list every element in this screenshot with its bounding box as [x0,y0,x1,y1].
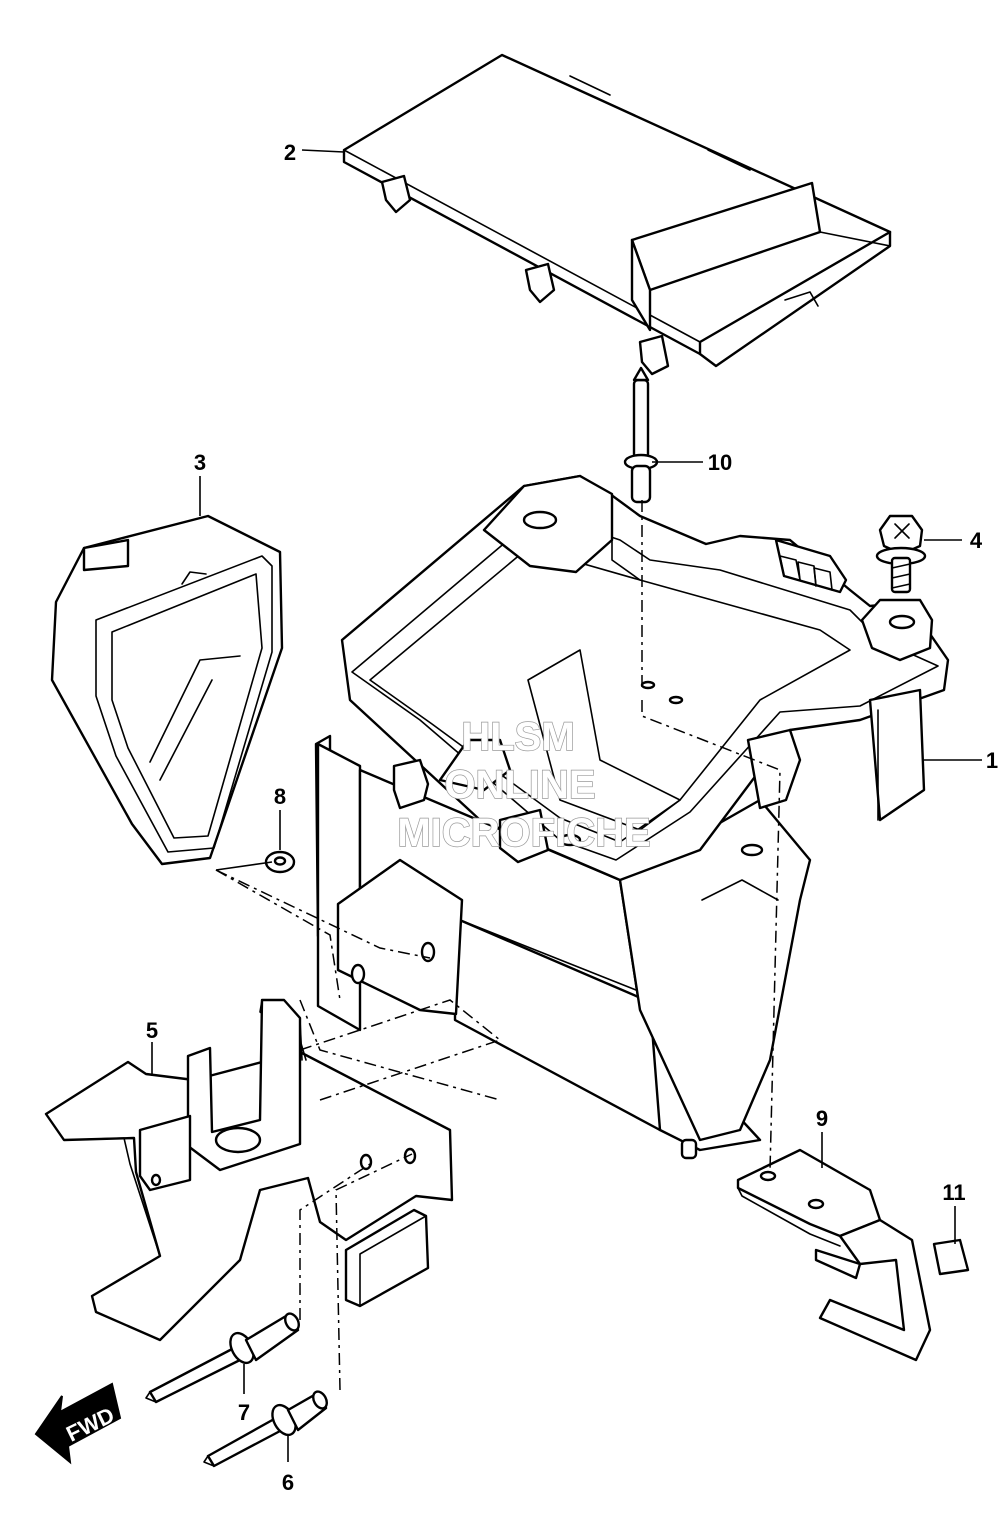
part-4-bolt[interactable] [875,514,927,594]
fwd-arrow-icon: FWD [34,1382,122,1465]
callout-2: 2 [284,140,296,165]
callout-7: 7 [238,1400,250,1425]
part-1-box[interactable] [314,474,950,1160]
part-8-washer[interactable] [264,850,296,874]
part-11-label[interactable] [932,1238,970,1276]
part-6-rivet[interactable] [203,1389,330,1468]
callout-1: 1 [986,748,998,773]
part-2-lid[interactable] [342,53,892,376]
assembly-lines [215,500,781,1391]
part-5-bracket[interactable] [44,998,454,1342]
watermark-line-3: MICROFICHE [397,811,650,855]
part-7-rivet[interactable] [145,1311,302,1404]
watermark-line-2: ONLINE [444,763,595,807]
watermark-line-1: HLSM [461,715,574,759]
leader-lines [151,149,982,1462]
part-3-side-cover[interactable] [50,514,284,866]
callout-11: 11 [942,1180,965,1205]
watermark: HLSM ONLINE MICROFICHE [397,714,652,855]
part-10-pin[interactable] [623,366,659,504]
callout-8: 8 [274,784,286,809]
part-9-stay[interactable] [736,1148,932,1362]
callout-3: 3 [194,450,206,475]
callout-9: 9 [816,1106,828,1131]
callout-10: 10 [708,450,732,475]
callout-4: 4 [970,528,983,553]
callout-6: 6 [282,1470,294,1495]
callout-5: 5 [146,1018,158,1043]
